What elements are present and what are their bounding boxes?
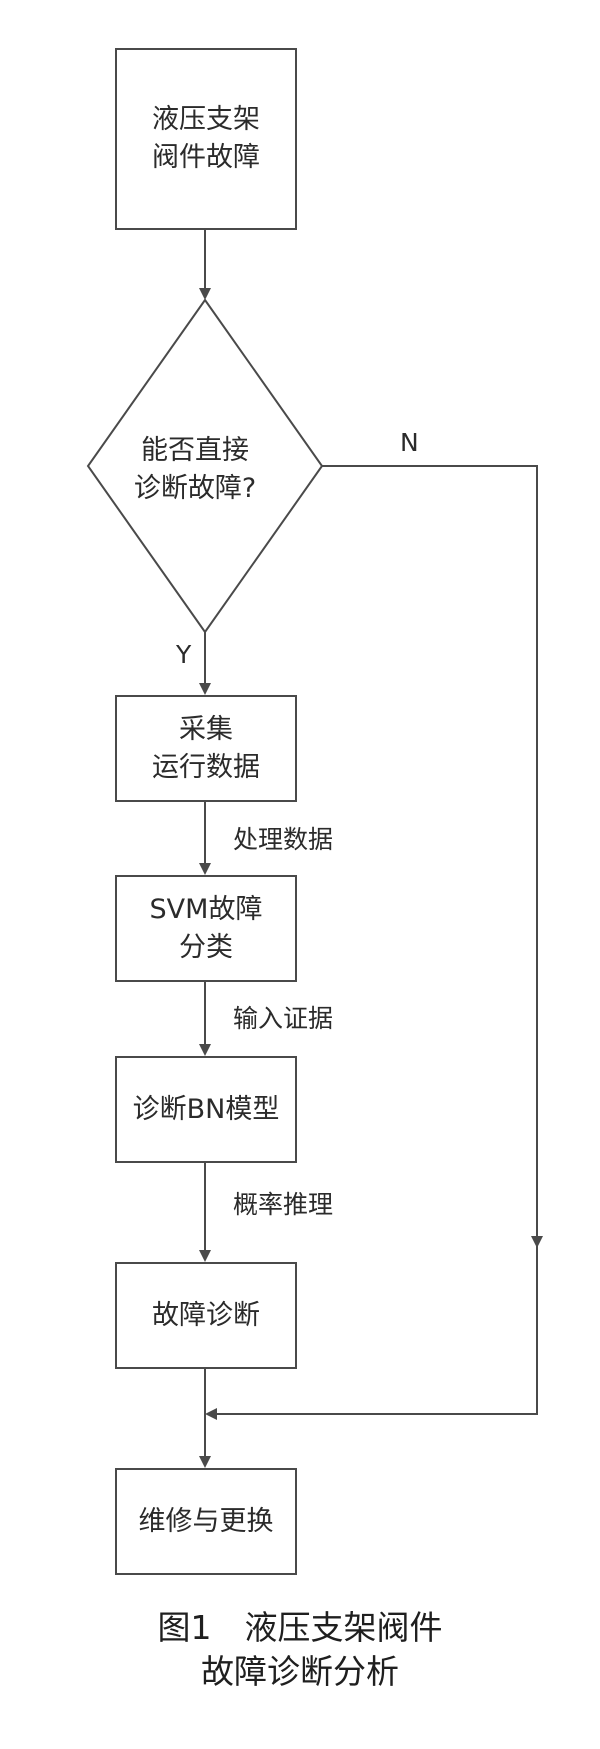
no-branch-label: N [400, 428, 419, 457]
decision-label: 能否直接 诊断故障? [133, 435, 257, 504]
probabilistic-reasoning-label: 概率推理 [233, 1190, 334, 1219]
diagnose-node: 故障诊断 [115, 1262, 297, 1369]
repair-node: 维修与更换 [115, 1468, 297, 1575]
diagnose-node-label: 故障诊断 [152, 1299, 260, 1331]
input-evidence-label: 输入证据 [233, 1004, 334, 1033]
collect-node-label: 采集 运行数据 [152, 713, 260, 783]
collect-node: 采集 运行数据 [115, 695, 297, 802]
no-branch-path [322, 465, 543, 1248]
repair-node-label: 维修与更换 [138, 1505, 274, 1537]
bn-node-label: 诊断BN模型 [132, 1093, 280, 1125]
start-node-label: 液压支架 阀件故障 [152, 104, 260, 173]
svm-node: SVM故障 分类 [115, 875, 297, 982]
start-node: 液压支架 阀件故障 [115, 48, 297, 230]
no-branch-return [205, 1244, 538, 1420]
svm-node-label: SVM故障 分类 [149, 893, 263, 963]
yes-branch-label: Y [176, 640, 192, 669]
process-data-label: 处理数据 [233, 825, 334, 854]
figure-caption: 图1 液压支架阀件 故障诊断分析 [157, 1608, 443, 1691]
bn-node: 诊断BN模型 [115, 1056, 297, 1163]
